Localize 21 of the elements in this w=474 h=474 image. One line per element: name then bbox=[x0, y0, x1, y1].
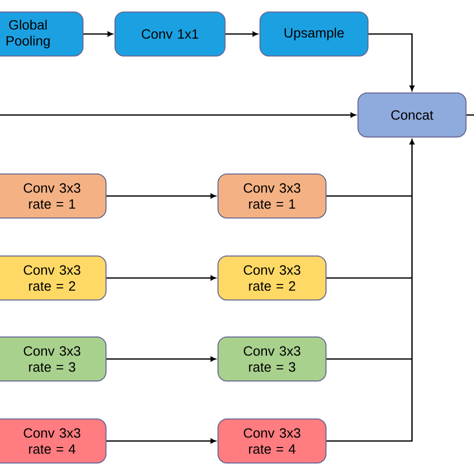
arrow bbox=[84, 32, 113, 36]
process-box: Conv 1x1 bbox=[114, 12, 226, 56]
arrow bbox=[226, 32, 258, 36]
process-box: Conv 3x3 rate = 2 bbox=[218, 256, 326, 300]
arrow bbox=[106, 438, 216, 444]
process-box: Conv 3x3 rate = 3 bbox=[218, 336, 326, 382]
process-box: Conv 3x3 rate = 4 bbox=[0, 418, 106, 464]
arrow bbox=[106, 356, 216, 362]
process-box: Global Pooling bbox=[0, 12, 84, 56]
arrow bbox=[106, 276, 216, 280]
arrow bbox=[326, 139, 414, 442]
process-box: Conv 3x3 rate = 1 bbox=[0, 174, 106, 218]
process-box: Concat bbox=[358, 92, 466, 138]
arrow bbox=[0, 112, 356, 118]
process-box: Conv 3x3 rate = 2 bbox=[0, 256, 106, 300]
process-box: Conv 3x3 rate = 3 bbox=[0, 336, 106, 382]
arrow bbox=[368, 33, 414, 91]
process-box: Upsample bbox=[260, 12, 368, 56]
arrow bbox=[106, 194, 216, 198]
process-box: Conv 3x3 rate = 1 bbox=[218, 174, 326, 218]
process-box: Conv 3x3 rate = 4 bbox=[218, 418, 326, 464]
